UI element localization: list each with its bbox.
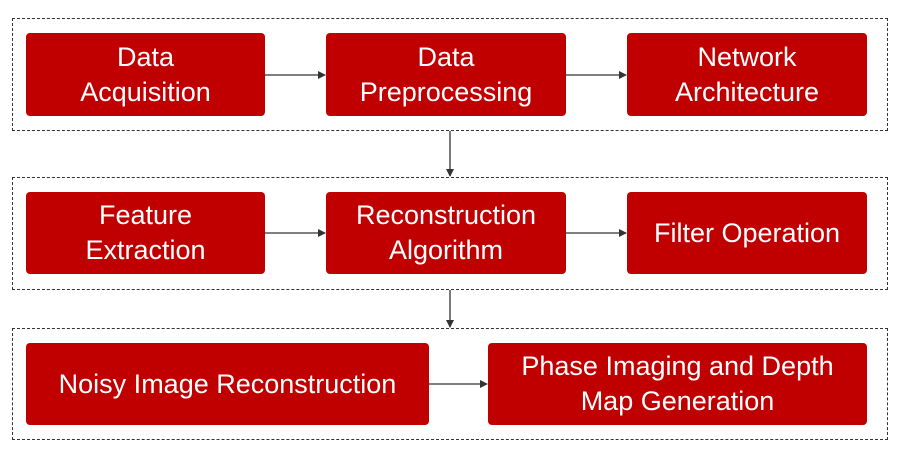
box-noisy-image-reconstruction: Noisy Image Reconstruction [26,343,429,425]
stage-group-1 [12,18,888,131]
box-reconstruction-algorithm: Reconstruction Algorithm [326,192,566,274]
box-data-acquisition: Data Acquisition [26,33,265,116]
box-filter-operation: Filter Operation [627,192,867,274]
stage-group-2 [12,177,888,290]
box-phase-imaging-depth-map: Phase Imaging and Depth Map Generation [488,343,867,425]
box-feature-extraction: Feature Extraction [26,192,265,274]
box-network-architecture: Network Architecture [627,33,867,116]
box-data-preprocessing: Data Preprocessing [326,33,566,116]
stage-group-3 [12,328,888,440]
